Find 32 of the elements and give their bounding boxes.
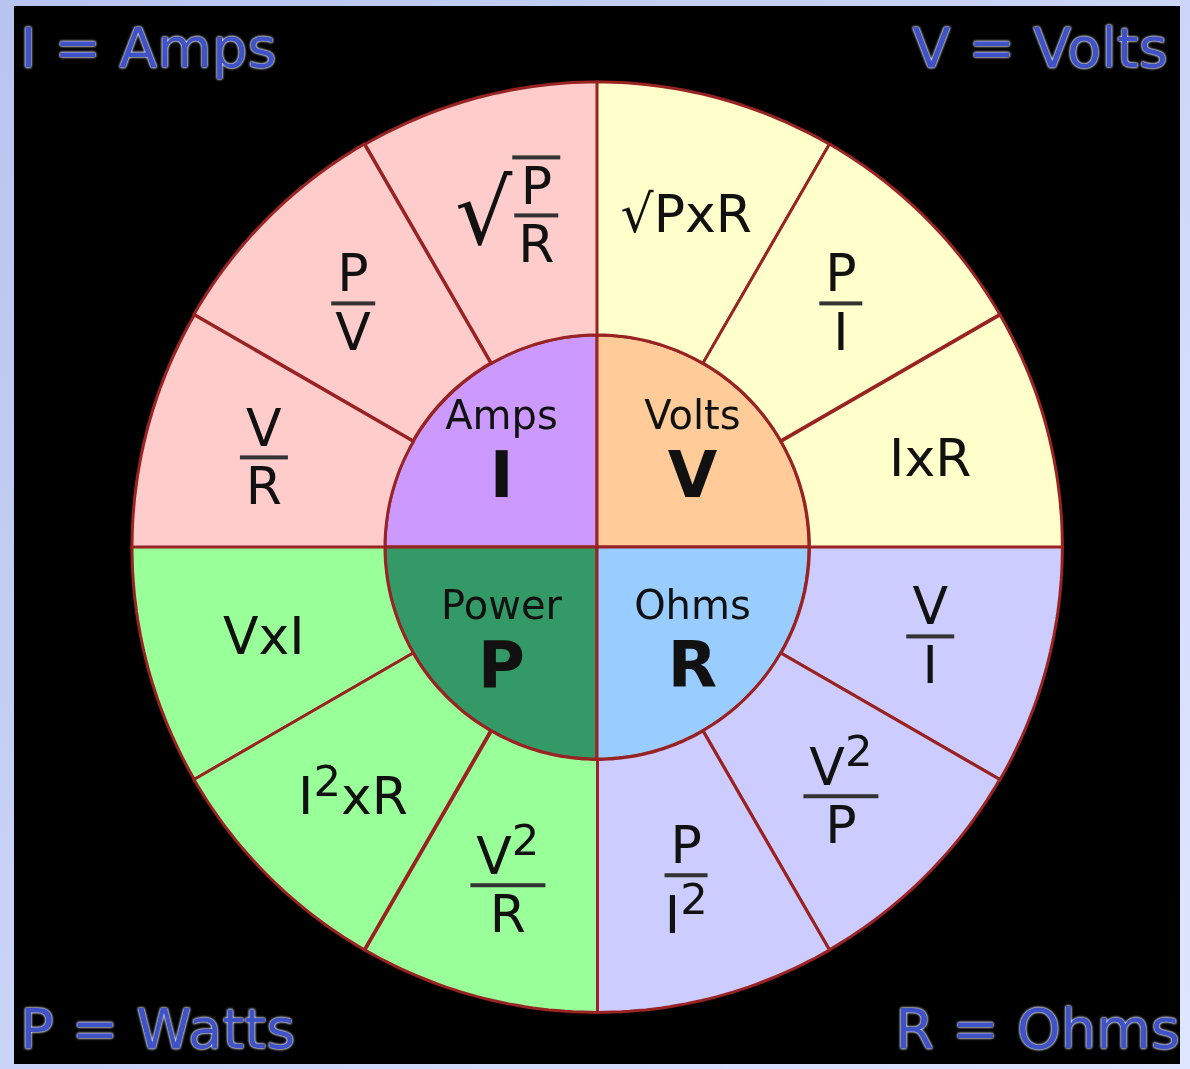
fraction-denominator: I bbox=[921, 638, 939, 693]
fraction-denominator: I$^{2}$ bbox=[663, 877, 709, 942]
unit-note: P = Watts bbox=[20, 1001, 296, 1057]
fraction-denominator: I bbox=[832, 305, 850, 360]
quantity-symbol: P bbox=[478, 628, 525, 703]
formula-text: IxR bbox=[889, 427, 972, 488]
fraction-numerator: V bbox=[239, 401, 288, 460]
fraction-numerator: V$^{2}$ bbox=[803, 729, 879, 799]
formula-text: VxI bbox=[222, 606, 305, 667]
fraction-numerator: P bbox=[664, 818, 708, 878]
quantity-name: Amps bbox=[445, 391, 558, 438]
quantity-symbol: R bbox=[667, 628, 718, 703]
fraction-denominator: R bbox=[517, 217, 556, 273]
fraction-numerator: P bbox=[819, 246, 863, 306]
fraction-numerator: V bbox=[906, 579, 954, 639]
quantity-name: Ohms bbox=[634, 582, 751, 629]
fraction-denominator: V bbox=[334, 305, 372, 360]
fraction-numerator: P bbox=[331, 246, 375, 306]
quantity-name: Volts bbox=[644, 391, 741, 438]
quantity-symbol: V bbox=[667, 437, 718, 512]
fraction-denominator: R bbox=[244, 459, 283, 515]
fraction-numerator: V$^{2}$ bbox=[470, 818, 546, 888]
unit-note: V = Volts bbox=[912, 20, 1168, 76]
quantity-symbol: I bbox=[489, 437, 514, 512]
formula-text: √PxR bbox=[620, 183, 752, 244]
fraction-denominator: R bbox=[488, 887, 527, 942]
fraction-denominator: P bbox=[824, 798, 858, 853]
quantity-name: Power bbox=[441, 582, 562, 629]
fraction-numerator: P bbox=[514, 159, 559, 218]
formula-text: I$^{2}$xR bbox=[298, 755, 408, 827]
unit-note: R = Ohms bbox=[895, 1001, 1180, 1057]
radical-sign: √ bbox=[454, 168, 513, 259]
